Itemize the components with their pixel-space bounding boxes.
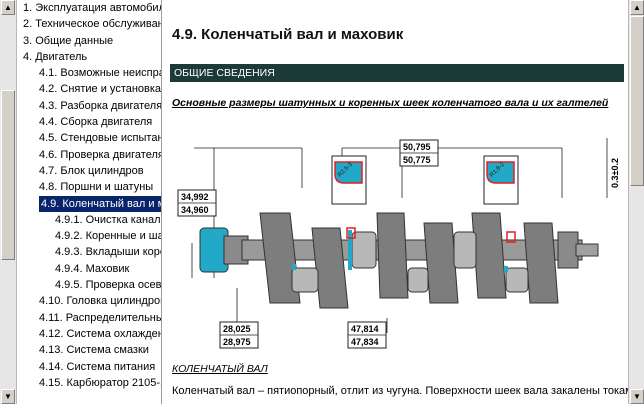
svg-text:47,814: 47,814 <box>351 324 379 334</box>
tree-item-label: 3. Общие данные <box>23 34 114 47</box>
fillet-detail-right: R1,8-2 <box>483 155 519 205</box>
dimension-top: 50,795 50,775 <box>399 139 439 167</box>
tree-item-label: 2. Техническое обслуживание <box>23 18 162 31</box>
svg-text:50,795: 50,795 <box>403 142 431 152</box>
tree-item-label: 4.12. Система охлаждения <box>39 327 161 340</box>
tree-item-label: 4.5. Стендовые испытания <box>39 132 162 145</box>
dimension-bottom-left: 28,025 28,975 <box>219 321 259 349</box>
tree-item[interactable]: 4.4. Сборка двигателя <box>17 114 161 130</box>
scroll-up-icon[interactable]: ▲ <box>1 0 15 15</box>
crankshaft-diagram: R2,5-3 R1,8-2 <box>177 138 618 349</box>
tree-scrollbar[interactable]: ▲ ▼ <box>0 0 17 404</box>
tree-item[interactable]: 4.9.1. Очистка каналов <box>17 212 162 228</box>
tree-item[interactable]: 4.5. Стендовые испытания <box>17 130 162 146</box>
tree-item[interactable]: 4.2. Снятие и установка <box>17 81 162 97</box>
tree-item-label: 4.6. Проверка двигателя <box>39 148 162 161</box>
tree-item[interactable]: 4.11. Распределительный <box>17 310 162 326</box>
content-scrollbar[interactable]: ▲ ▼ <box>628 0 644 404</box>
dimension-vertical: 0,3±0,2 <box>610 158 618 188</box>
tree-item[interactable]: 4.6. Проверка двигателя <box>17 147 162 163</box>
content-scroll-up-icon[interactable]: ▲ <box>630 0 644 15</box>
tree-item-label: 4.9.2. Коренные и шатунные <box>55 230 161 243</box>
tree-item[interactable]: 4.13. Система смазки <box>17 342 161 358</box>
page-title: 4.9. Коленчатый вал и маховик <box>172 26 404 43</box>
navigation-tree[interactable]: ▲ ▼ 1. Эксплуатация автомобиля 2. Техниче… <box>0 0 162 404</box>
tree-item[interactable]: 4.8. Поршни и шатуны <box>17 179 161 195</box>
tree-item-label: 4.1. Возможные неисправности <box>39 67 161 80</box>
tree-item-label: 4.15. Карбюратор 2105-1107010 <box>39 376 161 389</box>
tree-item[interactable]: 4.9.5. Проверка осевого <box>17 277 162 293</box>
svg-text:0,3±0,2: 0,3±0,2 <box>610 158 618 188</box>
fillet-detail-left: R2,5-3 <box>331 155 367 205</box>
svg-text:28,025: 28,025 <box>223 324 251 334</box>
tree-item[interactable]: 4.10. Головка цилиндров <box>17 293 162 309</box>
tree-item-label: 4.9.3. Вкладыши коренных <box>55 246 161 259</box>
body-paragraph: Коленчатый вал – пятиопорный, отлит из ч… <box>172 385 628 397</box>
tree-item[interactable]: 4.7. Блок цилиндров <box>17 163 161 179</box>
tree-item[interactable]: 1. Эксплуатация автомобиля <box>17 0 162 16</box>
tree-scroll-thumb[interactable] <box>1 90 15 260</box>
tree-item-label: 1. Эксплуатация автомобиля <box>23 2 162 14</box>
tree-item[interactable]: 4.9.3. Вкладыши коренных <box>17 244 161 260</box>
crankshaft-shape <box>199 212 599 309</box>
tree-item-label: 4.14. Система питания <box>39 360 156 373</box>
tree-item[interactable]: 4.15. Карбюратор 2105-1107010 <box>17 375 161 391</box>
tree-item-label: 4.9.1. Очистка каналов <box>55 213 162 226</box>
tree-item[interactable]: 4.9.4. Маховик <box>17 261 161 277</box>
tree-item[interactable]: 4.1. Возможные неисправности <box>17 65 161 81</box>
svg-text:50,775: 50,775 <box>403 155 431 165</box>
figure-caption: Основные размеры шатунных и коренных шее… <box>172 97 609 109</box>
tree-item-label: 4.2. Снятие и установка <box>39 83 162 96</box>
svg-text:47,834: 47,834 <box>351 337 379 347</box>
tree-item-label: 4. Двигатель <box>23 50 88 63</box>
tree-item-label: 4.9.5. Проверка осевого <box>55 279 162 292</box>
dimension-bottom-mid: 47,814 47,834 <box>347 321 387 349</box>
tree-item-label: 4.9. Коленчатый вал и маховик <box>39 195 161 212</box>
tree-item[interactable]: 3. Общие данные <box>17 33 161 49</box>
section-header: ОБЩИЕ СВЕДЕНИЯ <box>170 64 624 82</box>
tree-item-label: 4.11. Распределительный <box>39 311 162 324</box>
tree-item[interactable]: 4.9.2. Коренные и шатунные <box>17 228 161 244</box>
tree-item[interactable]: 2. Техническое обслуживание <box>17 16 162 32</box>
content-scroll-down-icon[interactable]: ▼ <box>630 389 644 404</box>
tree-item-label: 4.7. Блок цилиндров <box>39 164 144 177</box>
tree-item-label: 4.3. Разборка двигателя <box>39 99 162 112</box>
svg-text:28,975: 28,975 <box>223 337 251 347</box>
tree-item[interactable]: 4.14. Система питания <box>17 359 161 375</box>
scroll-down-icon[interactable]: ▼ <box>1 389 15 404</box>
tree-item-label: 4.13. Система смазки <box>39 344 149 357</box>
content-pane: 4.9. Коленчатый вал и маховик ОБЩИЕ СВЕД… <box>162 0 628 404</box>
content-scroll-thumb[interactable] <box>630 16 644 186</box>
tree-item[interactable]: 4.9. Коленчатый вал и маховик <box>17 195 161 212</box>
svg-text:34,992: 34,992 <box>181 192 209 202</box>
tree-item[interactable]: 4.12. Система охлаждения <box>17 326 161 342</box>
subsection-heading: КОЛЕНЧАТЫЙ ВАЛ <box>172 363 268 375</box>
tree-item-label: 4.10. Головка цилиндров <box>39 295 162 308</box>
tree-item[interactable]: 4. Двигатель <box>17 49 161 65</box>
tree-list: 1. Эксплуатация автомобиля 2. Техническое… <box>17 0 162 391</box>
tree-item-label: 4.9.4. Маховик <box>55 262 130 275</box>
tree-item[interactable]: 4.3. Разборка двигателя <box>17 98 162 114</box>
tree-item-label: 4.4. Сборка двигателя <box>39 116 153 129</box>
tree-item-label: 4.8. Поршни и шатуны <box>39 181 154 194</box>
svg-text:34,960: 34,960 <box>181 205 209 215</box>
dimension-left: 34,992 34,960 <box>177 189 217 217</box>
